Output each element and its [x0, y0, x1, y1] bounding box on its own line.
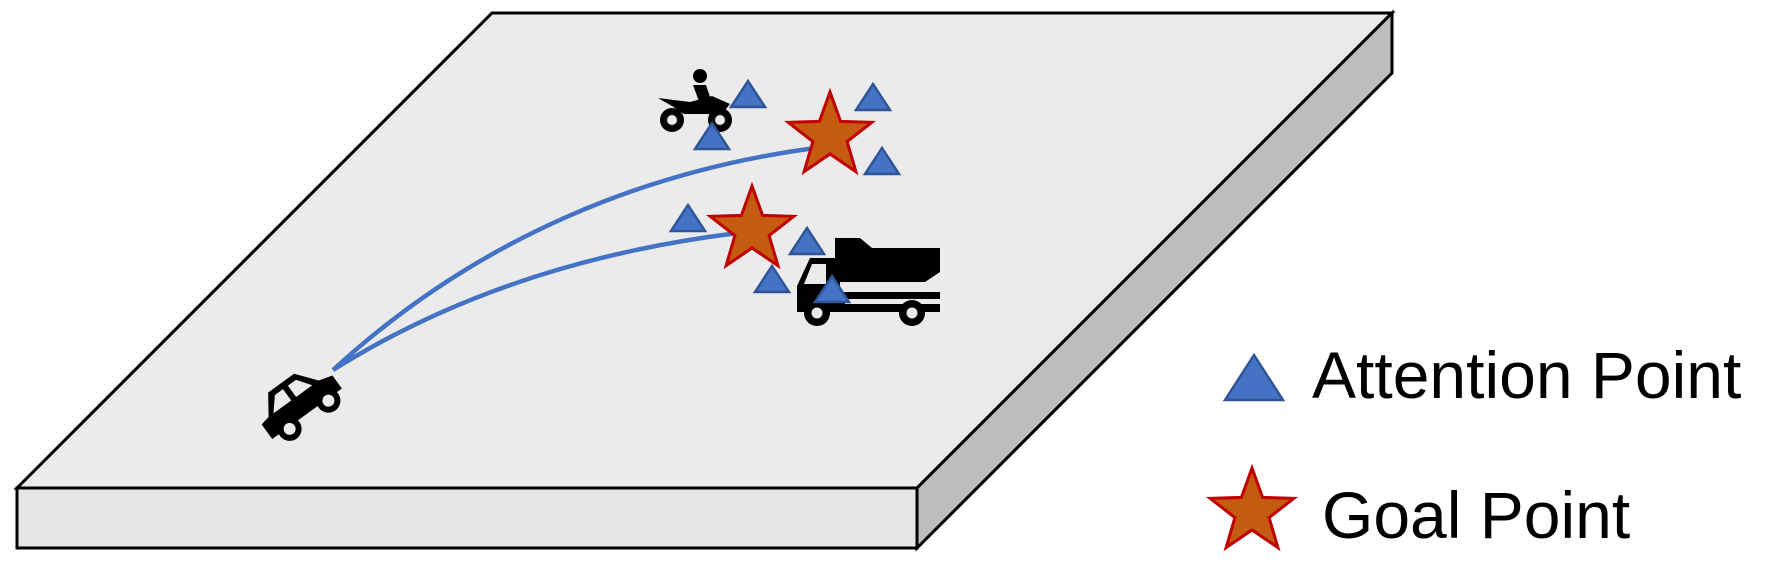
platform-side — [915, 9, 1394, 552]
platform — [13, 9, 1396, 552]
platform-front — [15, 486, 919, 550]
legend-goal-label: Goal Point — [1322, 478, 1630, 552]
trajectory-to-lower-goal — [331, 230, 739, 372]
legend-attention-label: Attention Point — [1312, 338, 1741, 412]
car-icon — [261, 373, 342, 441]
trajectories — [331, 145, 816, 372]
legend-star-icon — [1208, 466, 1296, 550]
legend: Attention Point Goal Point — [1208, 338, 1741, 552]
trajectory-to-upper-goal — [331, 145, 816, 372]
legend-triangle-icon — [1222, 352, 1286, 402]
